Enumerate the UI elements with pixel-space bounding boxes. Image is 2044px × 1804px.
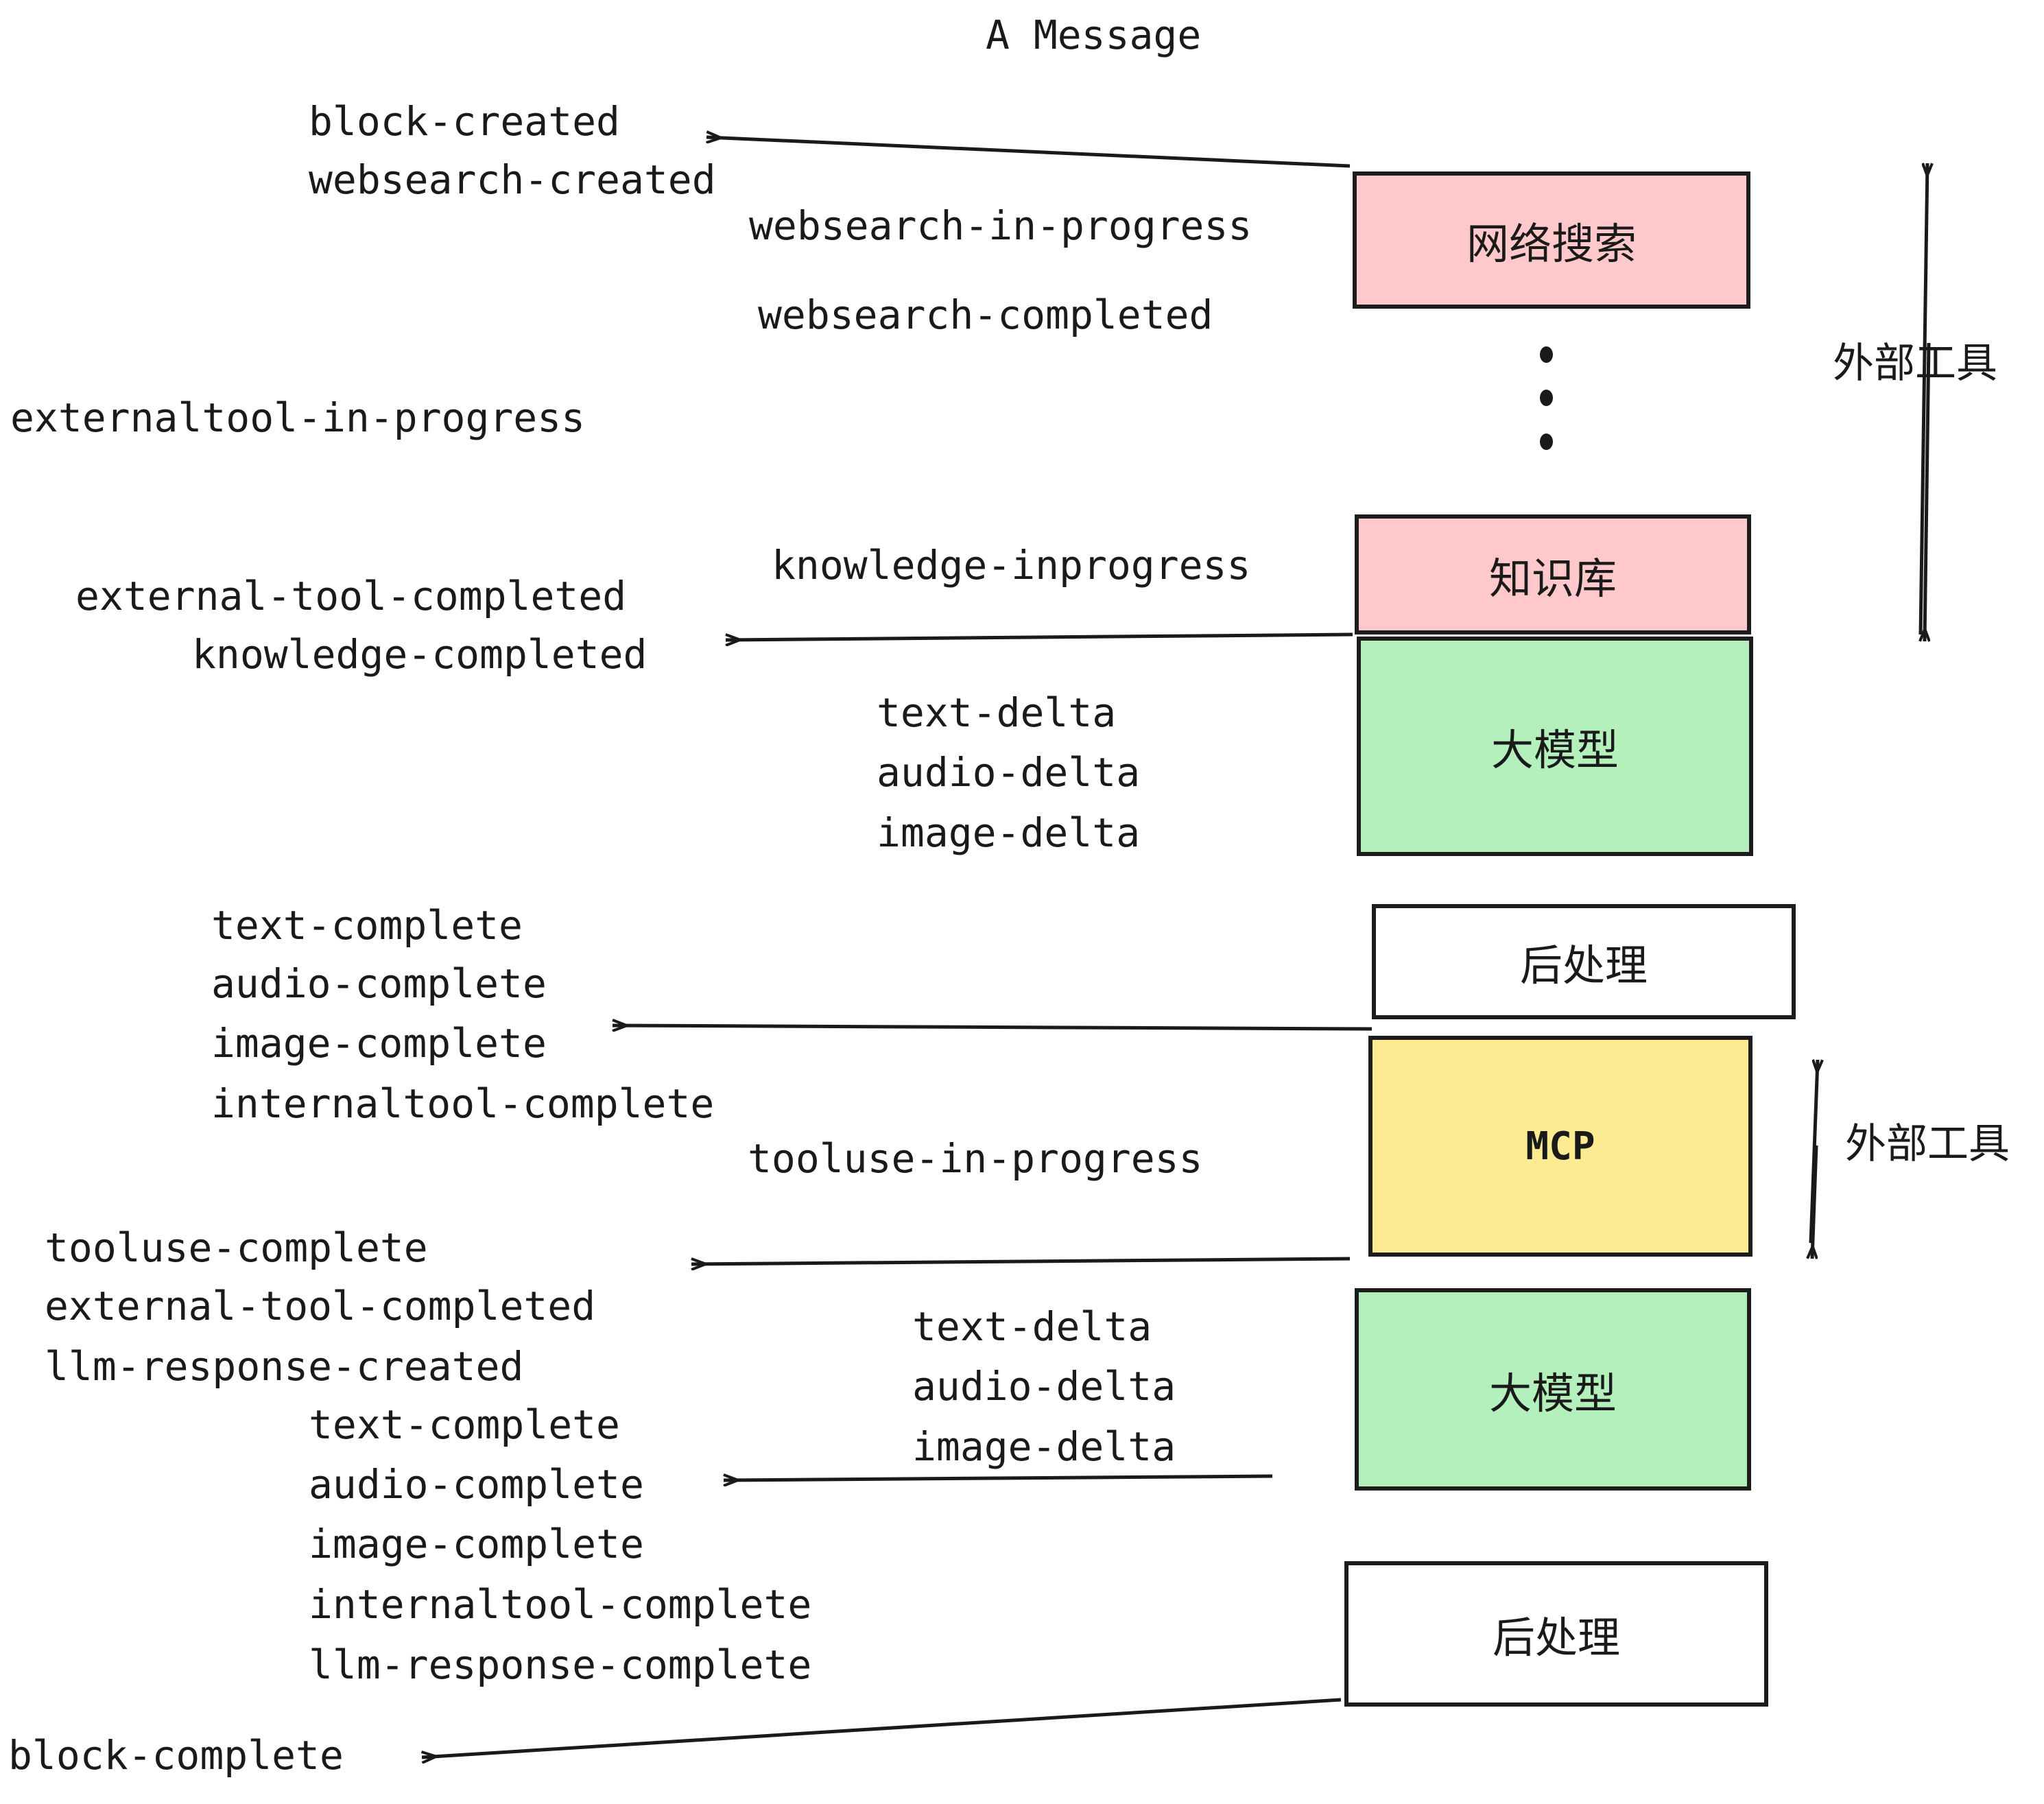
event-llm-response-created: llm-response-created [45,1343,524,1390]
event-llm-response-complete: llm-response-complete [309,1641,812,1688]
arrow-external-tool-top-down [1925,342,1931,641]
ellipsis-dot-1 [1540,346,1553,363]
box-knowledge[interactable]: 知识库 [1355,514,1751,634]
event-text-delta-1: text-delta [877,689,1117,736]
event-audio-complete-2: audio-complete [309,1461,644,1508]
event-image-complete-1: image-complete [211,1020,547,1067]
event-block-created: block-created [309,98,620,145]
arrow-websearch-created [706,137,1351,168]
box-postprocess-top-label: 后处理 [1519,940,1648,990]
ellipsis-dot-2 [1540,390,1553,406]
event-image-delta-2: image-delta [912,1423,1176,1470]
box-postprocess-bottom-label: 后处理 [1492,1613,1620,1663]
arrow-image-complete-top [613,1025,1372,1029]
side-label-external-tool-bottom: 外部工具 [1845,1120,2010,1168]
event-block-complete: block-complete [8,1732,344,1779]
event-externaltool-in-progress: externaltool-in-progress [10,394,586,441]
side-label-external-tool-top: 外部工具 [1833,340,1997,388]
event-knowledge-inprogress: knowledge-inprogress [772,542,1251,589]
arrow-external-tool-top [1918,163,1927,635]
arrow-external-tool-bottom-up [1809,1060,1818,1244]
arrow-block-complete [422,1698,1342,1757]
event-audio-delta-2: audio-delta [912,1363,1176,1410]
event-internaltool-complete-2: internaltool-complete [309,1581,812,1628]
arrow-tooluse-complete [691,1257,1351,1264]
box-postprocess-top[interactable]: 后处理 [1372,904,1796,1019]
event-audio-complete-1: audio-complete [211,960,547,1007]
arrow-external-tool-bottom-down [1812,1145,1816,1259]
box-websearch-label: 网络搜索 [1466,219,1637,269]
box-mcp-label: MCP [1525,1124,1595,1169]
event-websearch-in-progress: websearch-in-progress [749,202,1252,249]
box-llm-bottom[interactable]: 大模型 [1355,1288,1751,1491]
event-knowledge-completed: knowledge-completed [192,631,647,678]
event-internaltool-complete-1: internaltool-complete [211,1080,715,1127]
page-title: A Message [986,12,1202,58]
event-external-tool-completed-2: external-tool-completed [45,1283,596,1329]
event-tooluse-complete: tooluse-complete [45,1224,428,1271]
box-websearch[interactable]: 网络搜索 [1353,171,1750,309]
box-knowledge-label: 知识库 [1488,553,1617,604]
arrow-audio-complete-bottom [724,1476,1273,1480]
event-audio-delta-1: audio-delta [877,749,1141,796]
arrow-knowledge-completed [726,632,1353,640]
event-websearch-completed: websearch-completed [758,292,1213,338]
event-text-complete-2: text-complete [309,1401,620,1448]
event-text-delta-2: text-delta [912,1303,1152,1350]
box-llm-bottom-label: 大模型 [1488,1368,1617,1419]
box-mcp[interactable]: MCP [1368,1036,1752,1257]
event-external-tool-completed-1: external-tool-completed [75,573,627,619]
event-tooluse-in-progress: tooluse-in-progress [748,1135,1203,1182]
box-llm-top-label: 大模型 [1490,725,1619,775]
event-websearch-created: websearch-created [309,156,716,203]
event-image-delta-1: image-delta [877,809,1141,856]
event-text-complete-1: text-complete [211,902,523,949]
event-image-complete-2: image-complete [309,1521,644,1567]
box-postprocess-bottom[interactable]: 后处理 [1344,1561,1768,1707]
box-llm-top[interactable]: 大模型 [1357,637,1753,856]
ellipsis-dot-3 [1540,434,1553,450]
